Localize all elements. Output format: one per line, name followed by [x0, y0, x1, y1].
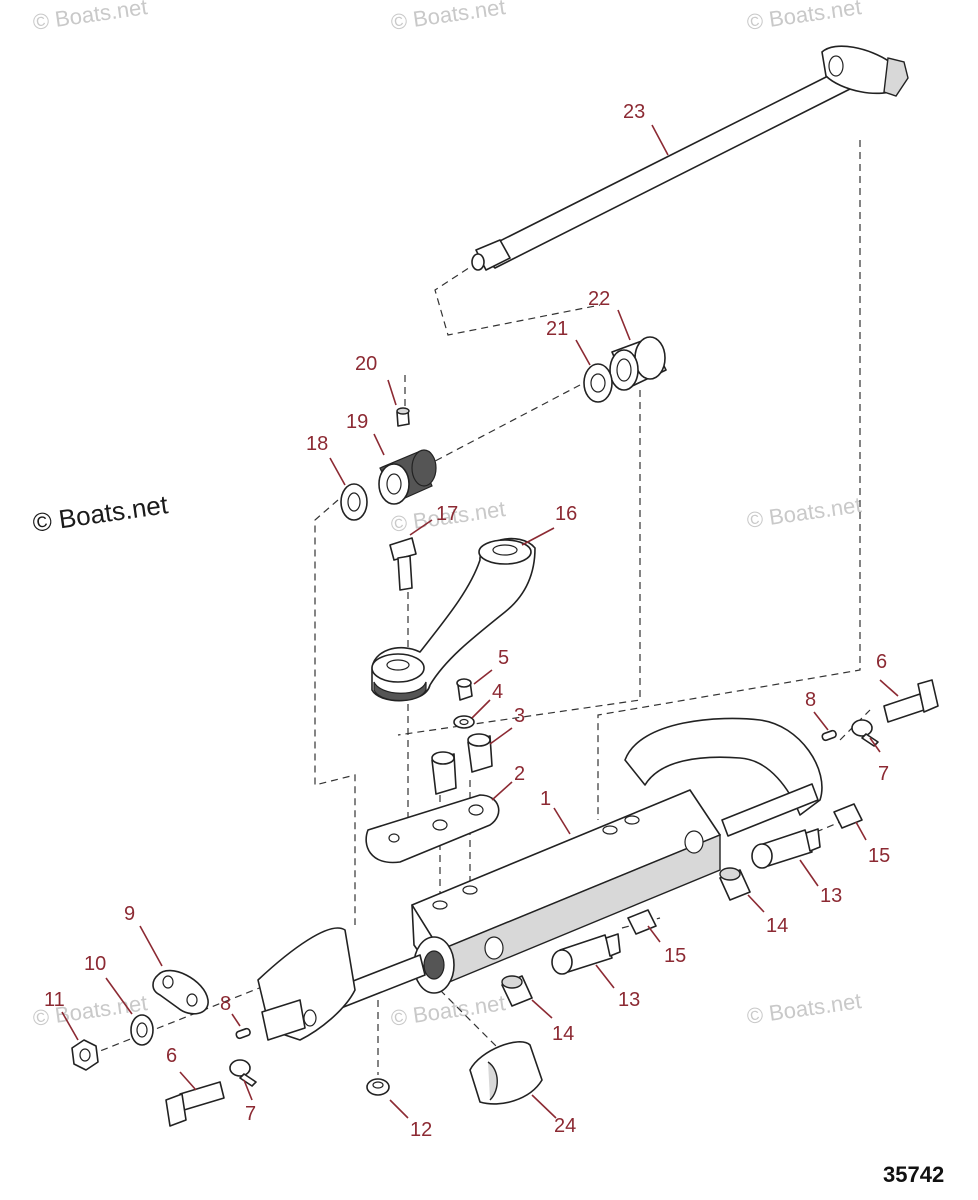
callout-14-right: 14: [766, 915, 788, 937]
part-3-bushing: [431, 733, 493, 795]
part-13-fitting-upper: [751, 828, 821, 869]
watermark-mid-right: © Boats.net: [745, 492, 863, 533]
part-9-link-plate: [152, 969, 209, 1015]
callout-13-left: 13: [618, 989, 640, 1011]
part-12-nut: [366, 1078, 390, 1096]
callout-24: 24: [554, 1115, 576, 1137]
part-20-set-screw: [396, 407, 410, 427]
callout-10: 10: [84, 953, 106, 975]
callouts: 23 22 21 20 19 18 17 16 5 4 3 2 1 6 8 7 …: [44, 101, 890, 1141]
callout-6-left: 6: [166, 1045, 177, 1067]
part-19-knurled-nut: [378, 449, 437, 505]
callout-20: 20: [355, 353, 377, 375]
part-2-plate: [365, 794, 500, 864]
callout-14-left: 14: [552, 1023, 574, 1045]
part-14-cap-lower: [501, 975, 533, 1007]
part-18-washer: [340, 483, 368, 521]
callout-22: 22: [588, 288, 610, 310]
part-6-bolt-left: [165, 1081, 225, 1127]
part-10-washer: [130, 1014, 154, 1046]
callout-3: 3: [514, 705, 525, 727]
part-4-washer: [453, 715, 475, 729]
part-1-cylinder: [329, 717, 823, 1011]
callout-4: 4: [492, 681, 503, 703]
watermark-bottom-right: © Boats.net: [745, 988, 863, 1029]
diagram-code: 35742: [883, 1162, 944, 1187]
callout-13-right: 13: [820, 885, 842, 907]
callout-9: 9: [124, 903, 135, 925]
part-6-bolt-right: [883, 679, 939, 723]
part-14-cap-upper: [719, 867, 751, 901]
callout-21: 21: [546, 318, 568, 340]
callout-19: 19: [346, 411, 368, 433]
callout-16: 16: [555, 503, 577, 525]
watermark-bottom-center: © Boats.net: [389, 990, 507, 1031]
callout-12: 12: [410, 1119, 432, 1141]
part-7-clip-right: [851, 719, 879, 747]
callout-5: 5: [498, 647, 509, 669]
callout-1: 1: [540, 788, 551, 810]
watermark-top-right: © Boats.net: [745, 0, 863, 35]
part-15-plug-upper: [833, 803, 863, 829]
callout-17: 17: [436, 503, 458, 525]
leader-lines: [61, 124, 899, 1119]
callout-15-right: 15: [868, 845, 890, 867]
part-22-bushing: [609, 336, 667, 391]
callout-2: 2: [514, 763, 525, 785]
watermark-top-center: © Boats.net: [389, 0, 507, 35]
callout-8-left: 8: [220, 993, 231, 1015]
part-8-pin-left: [235, 1027, 251, 1040]
part-13-fitting-lower: [551, 933, 621, 975]
watermark-left: © Boats.net: [31, 489, 171, 538]
callout-7-right: 7: [878, 763, 889, 785]
callout-11: 11: [44, 989, 65, 1011]
callout-6-right: 6: [876, 651, 887, 673]
part-7-clip-left: [229, 1059, 257, 1087]
part-24-boot: [469, 1041, 543, 1105]
part-16-steering-arm: [371, 537, 536, 702]
callout-7-left: 7: [245, 1103, 256, 1125]
part-11-nut: [71, 1039, 99, 1071]
part-8-pin-right: [821, 729, 837, 742]
callout-15-left: 15: [664, 945, 686, 967]
callout-18: 18: [306, 433, 328, 455]
part-5-screw: [456, 678, 473, 701]
part-23-tube: [471, 45, 909, 271]
left-bracket: [257, 927, 356, 1041]
watermark-top-left: © Boats.net: [31, 0, 149, 35]
callout-8-right: 8: [805, 689, 816, 711]
part-17-bolt: [389, 537, 417, 591]
part-21-washer: [583, 363, 613, 403]
callout-23: 23: [623, 101, 645, 123]
